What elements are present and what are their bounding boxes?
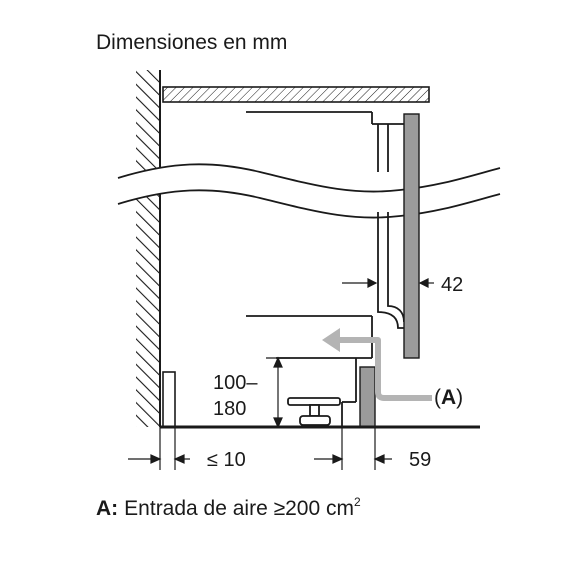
legend-superscript: 2	[354, 495, 361, 509]
dimension-label-height-1: 100–	[213, 372, 258, 394]
dimension-plinth-height	[266, 356, 290, 429]
appliance-lower	[246, 212, 405, 427]
legend-text: Entrada de aire ≥200 cm	[124, 497, 354, 520]
appliance-foot	[287, 397, 341, 426]
dimension-wall-gap	[128, 454, 190, 464]
dimension-label-42: 42	[441, 274, 463, 296]
dimension-plinth-depth	[314, 454, 392, 464]
dimension-label-height-2: 180	[213, 398, 246, 420]
wall	[136, 70, 161, 427]
legend-key: A:	[96, 497, 118, 520]
extension-lines	[159, 427, 376, 470]
dimension-label-gap: ≤ 10	[207, 449, 246, 471]
callout-paren-open: (	[434, 386, 441, 409]
wall-spacer	[162, 371, 176, 428]
appliance-upper	[246, 111, 404, 172]
airflow-arrow	[322, 328, 432, 401]
plinth	[359, 366, 376, 428]
callout-a: (A)	[434, 386, 463, 409]
callout-paren-close: )	[456, 386, 463, 409]
diagram-title: Dimensiones en mm	[96, 31, 287, 54]
callout-letter: A	[441, 386, 456, 409]
break-band	[117, 163, 501, 219]
dimension-label-59: 59	[409, 449, 431, 471]
legend: A: Entrada de aire ≥200 cm2	[96, 495, 361, 520]
door-panel	[403, 113, 420, 359]
top-shelf	[162, 86, 430, 103]
dimension-panel-thickness	[342, 278, 434, 288]
